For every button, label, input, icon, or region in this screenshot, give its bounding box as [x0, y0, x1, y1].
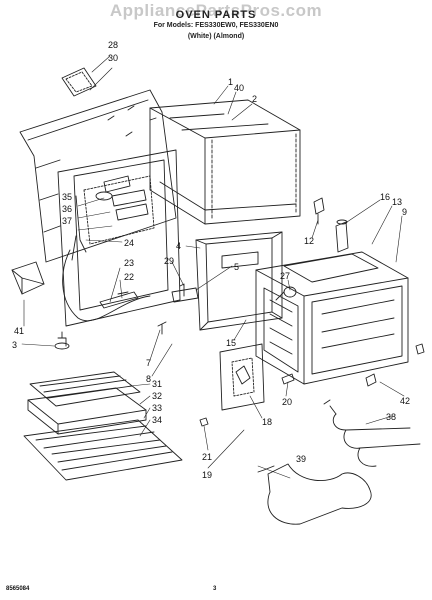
broil-element-38: [323, 399, 421, 467]
callout-41: 41: [14, 326, 24, 336]
callout-5: 5: [234, 262, 239, 272]
screw-21: [199, 417, 209, 427]
callout-34: 34: [152, 415, 162, 425]
callout-39: 39: [296, 454, 306, 464]
callout-13: 13: [392, 197, 402, 207]
callout-9: 9: [402, 207, 407, 217]
callout-31: 31: [152, 379, 162, 389]
callout-2: 2: [252, 94, 257, 104]
oven-liner-box: [149, 99, 301, 225]
callout-15: 15: [226, 338, 236, 348]
oven-sensor-27: [275, 286, 297, 301]
callout-7: 7: [146, 358, 151, 368]
callout-42: 42: [400, 396, 410, 406]
callout-3: 3: [12, 340, 17, 350]
oven-cavity-assembly: [255, 219, 409, 385]
callout-28: 28: [108, 40, 118, 50]
leveling-leg-3: [54, 331, 70, 350]
callout-1: 1: [228, 77, 233, 87]
diagram-title: OVEN PARTS: [175, 9, 257, 21]
callout-12: 12: [304, 236, 314, 246]
callout-29: 29: [164, 256, 174, 266]
oven-front-frame: [57, 149, 181, 327]
oven-rack-34: [23, 419, 183, 481]
callout-38: 38: [386, 412, 396, 422]
callout-labels: 28 30 1 40 2 35 36 37 24 16 13 9 4 12 29…: [12, 40, 410, 480]
callout-23: 23: [124, 258, 134, 268]
callout-32: 32: [152, 391, 162, 401]
door-support-frame: [195, 231, 283, 331]
callout-18: 18: [262, 417, 272, 427]
callout-33: 33: [152, 403, 162, 413]
leader-lines: [21, 55, 405, 479]
callout-36: 36: [62, 204, 72, 214]
bolt-20: [281, 373, 295, 385]
watermark-text: AppliancePartsPros.com: [109, 1, 323, 20]
callout-8: 8: [146, 374, 151, 384]
callout-35: 35: [62, 192, 72, 202]
door-hinge-assembly: [219, 343, 265, 411]
callout-4: 4: [176, 241, 181, 251]
rear-insulation-blanket: [19, 89, 177, 263]
broiler-grid-31: [29, 371, 141, 407]
screw-42: [365, 343, 425, 387]
callout-20: 20: [282, 397, 292, 407]
broiler-pan-32: [27, 387, 147, 435]
callout-22: 22: [124, 272, 134, 282]
callout-16: 16: [380, 192, 390, 202]
insulation-pad-28: [61, 67, 97, 97]
thermostat-bulb-12: [313, 197, 325, 225]
wire-harness: [62, 249, 151, 322]
callout-37: 37: [62, 216, 72, 226]
page-number: 3: [213, 586, 217, 592]
hinge-bracket-5: [171, 283, 199, 303]
screw-7: [157, 321, 167, 335]
callout-24: 24: [124, 238, 134, 248]
terminal-block-41: [11, 261, 45, 295]
callout-19: 19: [202, 470, 212, 480]
model-numbers: For Models: FES330EW0, FES330EN0: [153, 22, 279, 29]
bake-element-39: [257, 463, 372, 525]
callout-40: 40: [234, 83, 244, 93]
color-variants: (White) (Almond): [187, 33, 245, 40]
callout-27: 27: [280, 271, 290, 281]
callout-21: 21: [202, 452, 212, 462]
callout-30: 30: [108, 53, 118, 63]
document-part-number: 8565084: [6, 586, 30, 592]
